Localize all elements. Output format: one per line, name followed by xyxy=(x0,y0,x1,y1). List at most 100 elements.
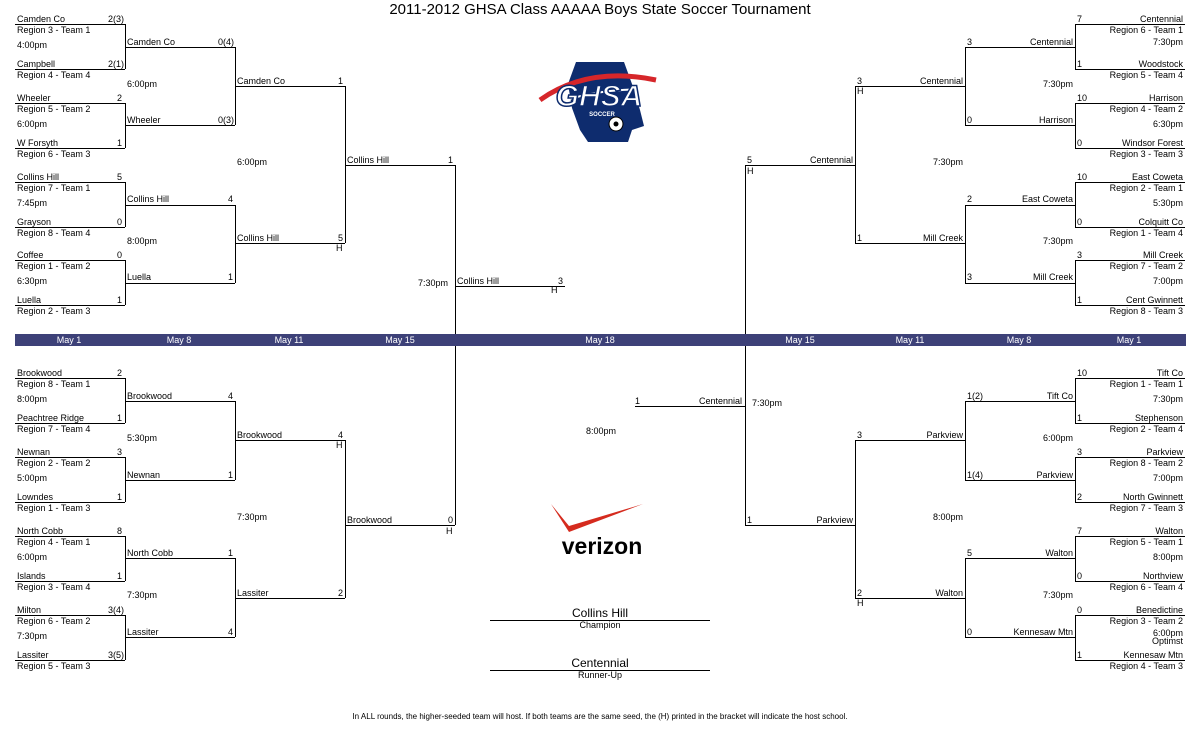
bracket-hline-61 xyxy=(125,480,235,481)
final-left-team: Collins Hill xyxy=(457,276,500,286)
bracket-label-be1: Brookwood xyxy=(237,430,283,440)
bracket-label-ql1: Camden Co xyxy=(127,37,176,47)
sponsor-logo-text: verizon xyxy=(562,533,643,559)
bracket-hline-7 xyxy=(15,148,125,149)
bracket-label-el6: H xyxy=(336,243,343,253)
bracket-label-bq7: 1 xyxy=(228,548,234,558)
bracket-label-fr3: H xyxy=(747,166,754,176)
bracket-label-br9: North Gwinnett xyxy=(1122,492,1183,502)
bracket-label-sl1: 2(3) xyxy=(108,14,125,24)
bracket-label-bfr2: 1 xyxy=(747,515,753,525)
bracket-label-fl1: Collins Hill xyxy=(347,155,390,165)
bracket-hline-85 xyxy=(345,525,455,526)
bracket-hline-64 xyxy=(965,480,1075,481)
bracket-hline-28 xyxy=(1075,423,1185,424)
bracket-label-sr6: 0 xyxy=(1077,217,1083,227)
bracket-label-bf3: H xyxy=(446,526,453,536)
bracket-hline-76 xyxy=(855,243,965,244)
bracket-label-bl6: Newnan xyxy=(17,447,51,457)
bracket-label-ql9: Luella xyxy=(127,272,152,282)
bracket-label-tr8: 6:30pm xyxy=(1152,119,1183,129)
date-left-2: May 8 xyxy=(166,335,192,345)
bracket-vline-71 xyxy=(965,558,966,637)
bracket-label-bl2: Region 8 - Team 1 xyxy=(17,379,91,389)
bracket-label-sl8: 1 xyxy=(117,295,123,305)
bracket-label-bqr3: 6:00pm xyxy=(1042,433,1073,443)
bracket-label-bsr2: 1 xyxy=(1077,413,1083,423)
bracket-label-ql4: Wheeler xyxy=(127,115,161,125)
date-band: May 1 May 8 May 11 May 15 May 18 May 15 … xyxy=(15,334,1186,346)
date-right-2: May 11 xyxy=(895,335,925,345)
bracket-label-el5: 5 xyxy=(338,233,344,243)
bracket-label-qr2: 3 xyxy=(967,37,973,47)
bracket-label-tr15: Region 1 - Team 4 xyxy=(1109,228,1183,238)
bracket-label-el1: Camden Co xyxy=(237,76,286,86)
bracket-label-bqr8: 7:30pm xyxy=(1042,590,1073,600)
bracket-hline-70 xyxy=(965,637,1075,638)
bracket-vline-35 xyxy=(1075,457,1076,502)
bracket-label-bl7: Region 2 - Team 2 xyxy=(17,458,91,468)
bracket-label-br11: Walton xyxy=(1155,526,1183,536)
bracket-hline-46 xyxy=(1075,660,1185,661)
bracket-label-br14: Northview xyxy=(1142,571,1183,581)
bracket-label-br2: Region 1 - Team 1 xyxy=(1109,379,1183,389)
runner-up-line xyxy=(490,670,710,671)
bracket-label-sl6: 0 xyxy=(117,217,123,227)
bracket-label-tl8: 6:00pm xyxy=(17,119,48,129)
bracket-label-tl14: Grayson xyxy=(17,217,52,227)
bracket-label-qr5: 0 xyxy=(967,115,973,125)
bracket-label-tl12: Region 7 - Team 1 xyxy=(17,183,91,193)
bracket-label-tr9: Windsor Forest xyxy=(1121,138,1183,148)
bracket-hline-12 xyxy=(15,182,125,183)
ghsa-logo: GHSA SOCCER xyxy=(528,56,670,146)
bracket-label-sr8: 1 xyxy=(1077,295,1083,305)
bracket-label-bl12: Region 4 - Team 1 xyxy=(17,537,91,547)
bracket-label-br6: Parkview xyxy=(1146,447,1183,457)
bracket-label-tl1: Camden Co xyxy=(17,14,66,24)
champion-label: Champion xyxy=(579,620,621,630)
bracket-label-ql10: 1 xyxy=(228,272,234,282)
bracket-hline-36 xyxy=(15,536,125,537)
bracket-label-bsr3: 3 xyxy=(1077,447,1083,457)
bracket-hline-78 xyxy=(235,440,345,441)
bracket-label-bl9: Lowndes xyxy=(17,492,54,502)
bracket-vline-14 xyxy=(125,182,126,227)
bracket-hline-66 xyxy=(125,558,235,559)
bracket-hline-16 xyxy=(1075,227,1185,228)
bracket-hline-82 xyxy=(855,598,965,599)
bracket-label-tl18: 6:30pm xyxy=(17,276,48,286)
bracket-hline-4 xyxy=(1075,69,1185,70)
bracket-label-ber6: H xyxy=(857,598,864,608)
bracket-label-tr14: Colquitt Co xyxy=(1138,217,1183,227)
bracket-hline-48 xyxy=(125,47,235,48)
bracket-label-tr11: East Coweta xyxy=(1131,172,1183,182)
bracket-label-el2: 1 xyxy=(338,76,344,86)
bracket-hline-45 xyxy=(1075,615,1185,616)
bracket-hline-73 xyxy=(235,243,345,244)
bracket-label-tl13: 7:45pm xyxy=(17,198,48,208)
bracket-vline-32 xyxy=(125,457,126,502)
bracket-hline-39 xyxy=(1075,536,1185,537)
bracket-hline-31 xyxy=(15,502,125,503)
bracket-label-br19: Kennesaw Mtn xyxy=(1123,650,1183,660)
bracket-vline-2 xyxy=(125,24,126,69)
runner-up-label: Runner-Up xyxy=(577,670,623,680)
bracket-vline-68 xyxy=(235,558,236,637)
bracket-label-ber4: Walton xyxy=(935,588,963,598)
bracket-label-tl7: Region 5 - Team 2 xyxy=(17,104,91,114)
bracket-label-bqr4: Parkview xyxy=(1036,470,1073,480)
bracket-label-bs5: 8 xyxy=(117,526,123,536)
bracket-label-tl2: Region 3 - Team 1 xyxy=(17,25,91,35)
bracket-hline-1 xyxy=(15,69,125,70)
bracket-label-be4: 7:30pm xyxy=(237,512,268,522)
bracket-label-br4: Stephenson xyxy=(1134,413,1183,423)
date-left-3: May 11 xyxy=(274,335,304,345)
bracket-label-bqr1: Tift Co xyxy=(1046,391,1073,401)
bracket-label-bq6: North Cobb xyxy=(127,548,174,558)
bracket-vline-29 xyxy=(1075,378,1076,423)
bracket-label-bl10: Region 1 - Team 3 xyxy=(17,503,91,513)
bracket-label-tr19: Cent Gwinnett xyxy=(1125,295,1183,305)
bracket-label-tl5: Region 4 - Team 4 xyxy=(17,70,91,80)
bracket-label-bf1: Brookwood xyxy=(347,515,393,525)
date-right-1: May 15 xyxy=(785,335,815,345)
